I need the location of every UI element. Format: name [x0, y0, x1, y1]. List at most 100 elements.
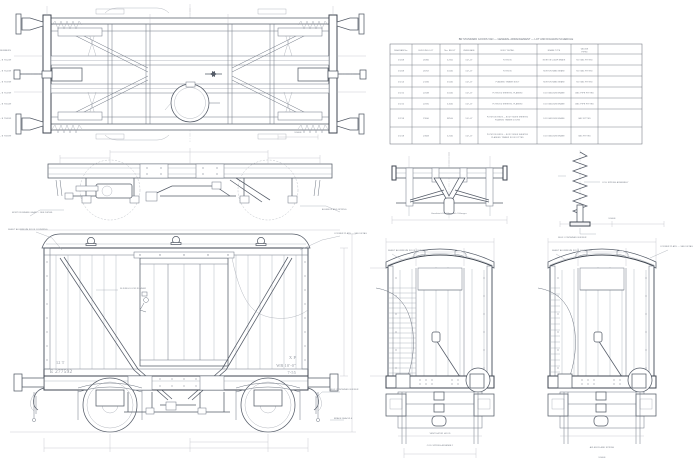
table-cell: DCII VACUUM BRAKE: [543, 103, 565, 106]
table-cell: 1/215: [398, 93, 405, 95]
plan-scale-label: SCALE: [294, 131, 302, 134]
table-cell: 850: [447, 118, 454, 120]
table-cell: BRAKE TYPE: [548, 49, 561, 52]
table-cell: 1200: [447, 136, 454, 138]
table-cell: PLANKED TIMBER BODY: [496, 81, 520, 84]
table-cell: WHEELBASE: [463, 49, 475, 52]
table-cell: 10'-0": [465, 60, 473, 62]
table-cell: 1/218: [398, 136, 405, 138]
table-cell: RUNNING NUMBERS: [0, 50, 11, 52]
table-cell: VAC FITTED: [578, 117, 591, 120]
section-cut-hatch: [389, 287, 416, 374]
table-cell: NO VAC FITTED: [576, 59, 593, 62]
table-cell: PLYWOOD: [503, 71, 512, 73]
note-end-left-roof: SHEET ALUMINIUM ROOF COVERING: [388, 249, 428, 252]
table-cell: MORTON HAND BRAKE: [543, 70, 565, 73]
table-cell: PLANKED TIMBER DOORS: [495, 119, 520, 122]
table-cell: B 751250 — B 752249: [0, 71, 12, 73]
table-cell: PLYWOOD: [503, 60, 512, 62]
table-cell: B 750000 — B 751249: [0, 60, 12, 62]
note-spring-base: SELF CONTAINED BUFFER: [558, 236, 587, 239]
marking-capacity: 12 T: [56, 360, 65, 365]
table-cell: DCII VACUUM BRAKE: [543, 92, 565, 95]
marking-class-code: X P: [289, 355, 296, 360]
marking-build-date: 7-55: [288, 370, 296, 375]
table-cell: NO VAC FITTED: [576, 70, 593, 73]
table-cell: 2136: [423, 82, 430, 84]
view-underframe-plan: SCALE: [13, 4, 367, 142]
table-cell: 1/215: [398, 104, 405, 106]
sliding-door: [133, 251, 235, 367]
table-cell: B 752250 — B 753749: [0, 82, 12, 84]
table-cell: B 754750 — B 756149: [0, 104, 12, 106]
buffer-assembly-group: [15, 13, 365, 135]
table-title: BR STANDARD GOODS VAN — GENERAL ARRANGEM…: [459, 37, 574, 41]
view-underframe-side: MORTON BRAKE GEAR — SEE DETAIL AXLEBOX A…: [12, 148, 347, 231]
table-cell: 1500: [447, 82, 454, 84]
plan-scale-bar: [277, 134, 319, 140]
table-cell: B 756150 — B 756999: [0, 118, 12, 120]
table-cell: 10'-0": [465, 136, 473, 138]
drawgear-group: [13, 67, 367, 82]
table-cell: PLYWOOD SHEETED, PLANKED: [493, 92, 523, 95]
table-cell: DIAGRAM No.: [394, 49, 408, 52]
table-cell: DCII VACUUM BRAKE: [543, 135, 565, 138]
view-end-elevation-right: AXLEBOX AND SPRING SCALE SHEET ALUMINIUM…: [537, 238, 694, 459]
table-cell: 2092: [423, 71, 430, 73]
note-axlebox: AXLEBOX AND SPRING: [322, 208, 347, 211]
table-cell: 1/218: [398, 118, 405, 120]
view-end-elevation-left: VENTILATOR HOOD COIL SPRING ASSEMBLY SHE…: [370, 238, 495, 458]
table-cell: 2208: [423, 93, 430, 95]
table-cell: 10'-0": [465, 104, 473, 106]
table-cell: PLYWOOD ENDS — BODY SIDES SHEETED: [487, 116, 529, 118]
note-end-right-roof: SHEET ALUMINIUM ROOF COVERING: [552, 249, 592, 252]
table-cell: VAC PIPE FITTED: [575, 92, 594, 95]
table-cell: 1400: [447, 104, 454, 106]
headstock-detail-label: Headstock End View with V-Hanger: [431, 212, 467, 215]
table-cell: PLYWOOD SHEETED, PLANKED: [493, 103, 523, 106]
end-right-note-2: SCALE: [598, 456, 606, 459]
table-cell: PLYWOOD ENDS — BODY SIDES SHEETED: [487, 134, 529, 136]
table-cell: MORTON CLASP BRAKE: [543, 59, 566, 62]
marking-wheelbase: WB 10'-0": [276, 363, 296, 368]
vacuum-cylinder: [75, 183, 133, 199]
end-right-note-1: AXLEBOX AND SPRING: [590, 446, 615, 449]
note-end-right-corner: CORNER PLATE — SEE DETAIL: [660, 245, 694, 248]
table-cell: 2235: [423, 104, 430, 106]
table-cell: 2348: [423, 136, 430, 138]
table-cell: B 753750 — B 754749: [0, 93, 12, 95]
table-cell: NO VAC FITTED: [576, 81, 593, 84]
spring-detail-scale-label: SCALE: [608, 217, 616, 220]
table-cell: PIPED: [581, 52, 588, 54]
note-shackle: BRAKE SHACKLE: [334, 417, 353, 420]
view-body-side: 12 T E 277592 X P WB 10'-0" 7-55 SHEET A…: [8, 228, 368, 452]
table-cell: VAC PIPE FITTED: [575, 103, 594, 106]
note-roof: SHEET ALUMINIUM ROOF COVERING: [8, 228, 48, 231]
end-left-dim-note-2: COIL SPRING ASSEMBLY: [427, 444, 454, 447]
lot-schedule-table: BR STANDARD GOODS VAN — GENERAL ARRANGEM…: [389, 37, 643, 145]
table-cell: 1/214: [398, 82, 405, 84]
table-cell: 1000: [447, 93, 454, 95]
view-headstock-end-detail: Headstock End View with V-Hanger: [391, 152, 508, 224]
table-cell: 1000: [447, 71, 454, 73]
table-cell: 1250: [447, 60, 454, 62]
marking-running-number: E 277592: [50, 369, 73, 375]
view-spring-detail: COIL SPRING ASSEMBLY SELF CONTAINED BUFF…: [558, 150, 665, 239]
table-cell: 1/208: [398, 71, 405, 73]
table-cell: 10'-0": [465, 82, 473, 84]
table-cell: 2300: [423, 118, 430, 120]
table-cell: 10'-0": [465, 71, 473, 73]
note-corner-plate: CORNER PLATE — SEE DETAIL: [334, 232, 368, 235]
roof-vent-group: [85, 236, 267, 246]
note-brake-gear: MORTON BRAKE GEAR — SEE DETAIL: [12, 211, 54, 214]
table-cell: MORTON HAND BRAKE: [543, 81, 565, 84]
table-cell: BODY DETAIL: [501, 49, 515, 52]
table-cell: B 757000 — B 758199: [0, 136, 12, 138]
table-cell: BUILDING LOT: [419, 50, 435, 52]
table-cell: VACUUM: [581, 48, 589, 51]
table-cell: VAC FITTED: [578, 135, 591, 138]
table-cell: 2080: [423, 60, 430, 62]
note-spring-detail: COIL SPRING ASSEMBLY: [602, 181, 629, 184]
table-cell: PLANKED TIMBER ROOF FITTED: [491, 136, 524, 139]
